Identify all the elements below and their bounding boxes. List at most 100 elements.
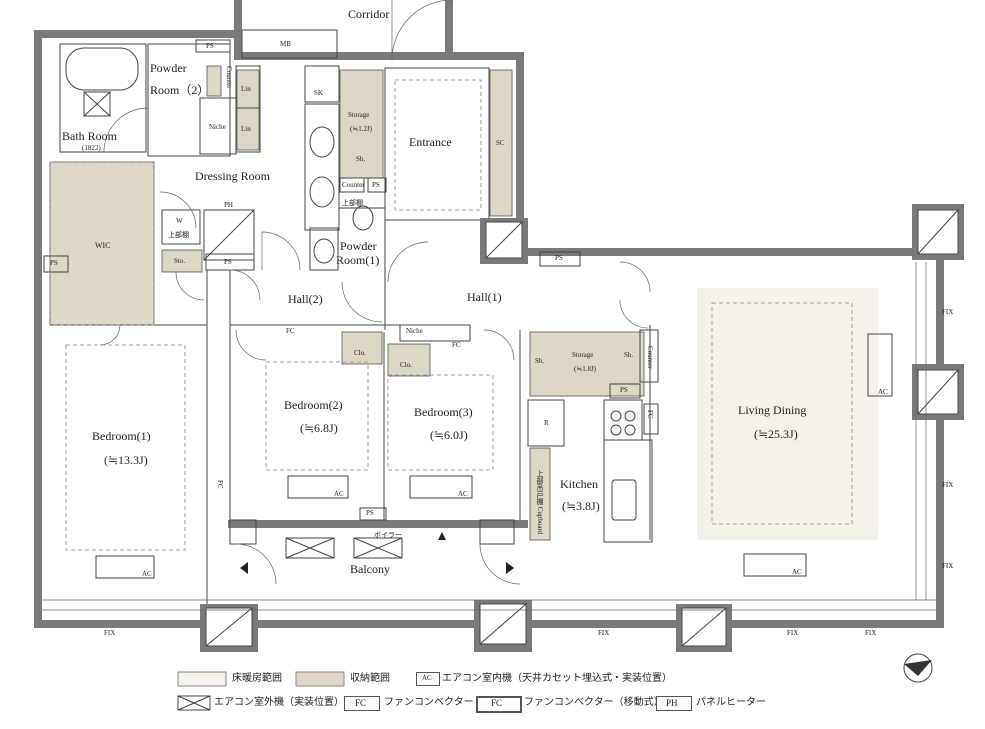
wall-north-east xyxy=(524,248,944,256)
powder2-label-a: Powder xyxy=(150,61,187,75)
niche-tag-2: Niche xyxy=(406,327,423,335)
fc-tag-1: FC xyxy=(286,327,295,335)
sk-tag: SK xyxy=(314,89,323,97)
w-tag: W xyxy=(176,217,183,225)
r-tag: R xyxy=(544,419,549,427)
bedroom1-label: Bedroom(1) xyxy=(92,429,151,443)
wall-west xyxy=(34,30,42,628)
counter-tag-1: Counter xyxy=(225,66,233,89)
sto-tag: Sto. xyxy=(174,257,186,265)
bedroom2-size-label: (≒6.8J) xyxy=(300,421,338,435)
sh-tag-1: Sh. xyxy=(356,155,366,163)
north-arrow xyxy=(903,653,933,683)
kitchen-label: Kitchen xyxy=(560,477,598,491)
hall1-label: Hall(1) xyxy=(467,290,502,304)
sc-tag: SC xyxy=(496,139,505,147)
ps-tag-3: PS xyxy=(224,258,232,266)
ac-unit-bed1 xyxy=(95,555,155,579)
fix-tag-2: FIX xyxy=(598,629,610,637)
living-heated-area xyxy=(697,288,878,540)
wall-north xyxy=(234,52,524,60)
fix-tag-3: FIX xyxy=(787,629,799,637)
bedroom3-label: Bedroom(3) xyxy=(414,405,473,419)
ph-tag: PH xyxy=(224,201,233,209)
wall-corridor-east xyxy=(445,0,453,60)
legend-heated-swatch xyxy=(177,671,227,687)
shoe-cabinet xyxy=(489,69,513,217)
hall2-label: Hall(2) xyxy=(288,292,323,306)
lin-tag-1: Lin xyxy=(241,85,251,93)
legend-fc-mobile-key-text: FC xyxy=(491,698,503,708)
wall-balcony xyxy=(228,520,528,528)
balcony-label: Balcony xyxy=(350,562,390,576)
ac-unit-living-east xyxy=(867,333,893,397)
wall-east xyxy=(936,258,944,628)
corridor-label: Corridor xyxy=(348,7,390,21)
legend-storage-swatch xyxy=(295,671,345,687)
fix-tag-7: FIX xyxy=(942,562,954,570)
ps-tag-7: PS xyxy=(366,509,374,517)
ac-tag-bed3: AC xyxy=(458,490,468,498)
ps-tag-4: PS xyxy=(50,259,58,267)
bath-size-label: (1822) xyxy=(82,144,101,152)
powder2-label-b: Room（2） xyxy=(150,83,210,97)
powder2-outline xyxy=(147,43,231,157)
legend-ac-key-text: AC xyxy=(422,674,432,682)
fc-tag-3: FC xyxy=(216,480,224,489)
legend-fc-key-text: FC xyxy=(355,698,367,708)
boiler-tag: ボイラー xyxy=(374,531,402,539)
ac-unit-bed3 xyxy=(409,475,473,499)
linen-storage xyxy=(236,69,260,151)
living-label: Living Dining xyxy=(738,403,807,417)
entrance-door-swing xyxy=(391,0,453,61)
sh-tag-3: Sh. xyxy=(624,351,634,359)
legend-ac-indoor-label: エアコン室内機（天井カセット埋込式・実装位置） xyxy=(442,673,672,684)
cupboard-tag: 上部吊戸棚 Cupboard xyxy=(536,470,544,535)
dressing-label: Dressing Room xyxy=(195,169,270,183)
outdoor-ac-1 xyxy=(285,537,335,559)
sh-tag-2: Sh. xyxy=(535,357,545,365)
clo-tag-2: Clo. xyxy=(400,361,412,369)
wic-storage xyxy=(49,161,155,326)
bath-label: Bath Room xyxy=(62,129,118,143)
ac-unit-bed2 xyxy=(287,475,349,499)
wall-entrance-east xyxy=(516,52,524,256)
legend-fc-mobile-key: FC xyxy=(476,696,522,713)
storage2-size-label: (≒1.8J) xyxy=(574,365,597,373)
ac-tag-bed1: AC xyxy=(142,570,152,578)
fix-tag-5: FIX xyxy=(942,308,954,316)
storage1-label: Storage xyxy=(348,111,370,119)
legend-heated-label: 床暖房範囲 xyxy=(232,673,282,684)
legend-storage-label: 収納範囲 xyxy=(350,673,390,684)
ps-tag-5: PS xyxy=(555,254,563,262)
bedroom3-size-label: (≒6.0J) xyxy=(430,428,468,442)
storage2-area xyxy=(529,331,645,397)
entrance-label: Entrance xyxy=(409,135,452,149)
lin-tag-2: Lin xyxy=(241,125,251,133)
legend-ph-label: パネルヒーター xyxy=(696,697,766,708)
ps-tag-6: PS xyxy=(620,386,628,394)
legend-fc-mobile-label: ファンコンベクター（移動式） xyxy=(524,697,664,708)
legend-fc-label: ファンコンベクター xyxy=(384,697,474,708)
powder1-label-b: Room(1) xyxy=(336,253,380,267)
counter-storage xyxy=(206,65,222,97)
legend-ph-key: PH xyxy=(656,696,692,711)
fix-tag-1: FIX xyxy=(104,629,116,637)
mb-tag: MB xyxy=(280,40,291,48)
ac-tag-living: AC xyxy=(792,568,802,576)
ac-unit-living xyxy=(743,553,807,577)
living-size-label: (≒25.3J) xyxy=(754,427,798,441)
jobutana-tag-2: 上部棚 xyxy=(168,231,189,239)
wall-north-west xyxy=(34,30,240,38)
ps-tag-2: PS xyxy=(372,181,380,189)
outdoor-ac-2 xyxy=(353,537,403,559)
closet-bed3 xyxy=(387,343,431,377)
kitchen-size-label: (≒3.8J) xyxy=(562,499,600,513)
fix-tag-6: FIX xyxy=(942,481,954,489)
fc-tag-2: FC xyxy=(452,341,461,349)
sto-storage xyxy=(161,249,203,273)
fc-tag-4: FC xyxy=(646,410,654,419)
bedroom1-size-label: (≒13.3J) xyxy=(104,453,148,467)
